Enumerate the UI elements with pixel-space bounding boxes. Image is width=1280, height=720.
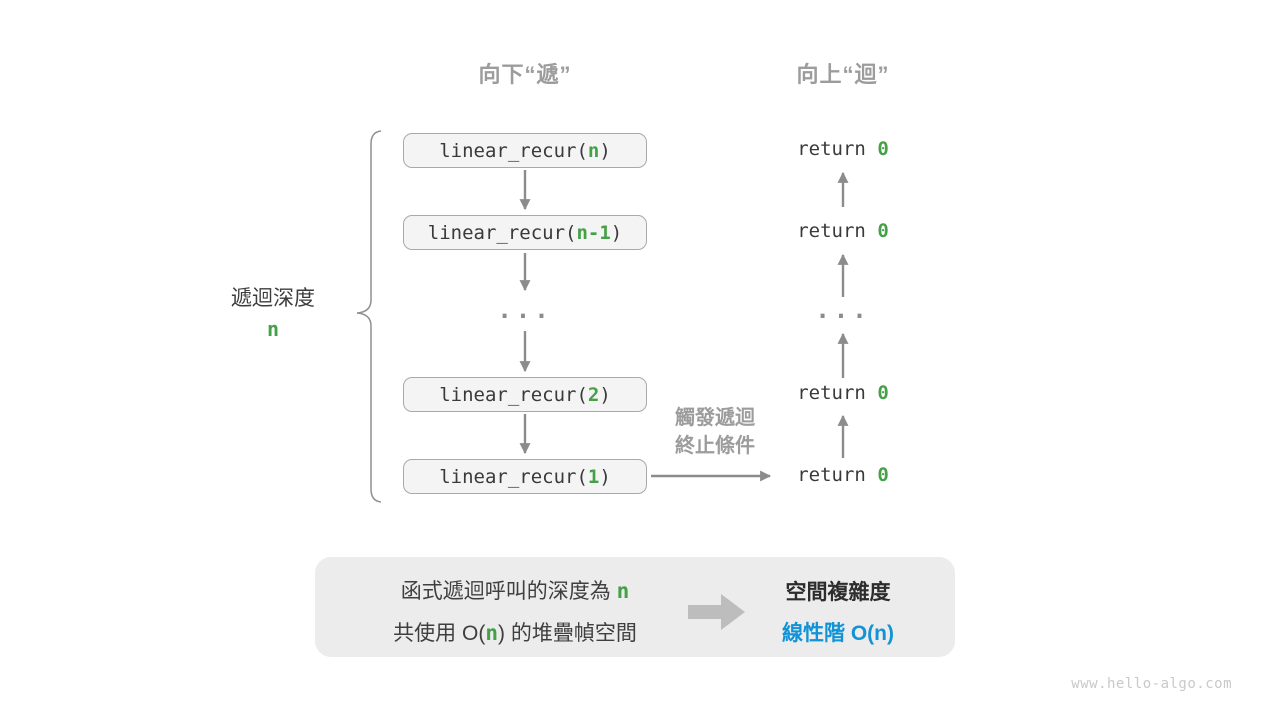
return-row-1: return 0 — [743, 138, 943, 164]
terminate-line1: 觸發遞迴 — [675, 407, 755, 429]
summary-line1: 函式遞迴呼叫的深度為 n — [345, 575, 685, 605]
summary-text: 共使用 O( — [393, 622, 486, 645]
call-box-1: linear_recur(1) — [403, 459, 647, 494]
terminate-label: 觸發遞迴 終止條件 — [640, 404, 790, 460]
call-box-n-1: linear_recur(n-1) — [403, 215, 647, 250]
implies-arrow-icon — [688, 594, 745, 630]
return-text: return — [797, 220, 878, 242]
return-value: 0 — [877, 464, 889, 486]
ellipsis-left: ... — [497, 296, 553, 324]
return-row-2: return 0 — [743, 220, 943, 246]
call-text: linear_recur( — [439, 383, 588, 406]
summary-arg: n — [616, 579, 630, 603]
summary-box: 函式遞迴呼叫的深度為 n 共使用 O(n) 的堆疊幀空間 空間複雜度 線性階 O… — [315, 557, 955, 657]
call-arg: n — [587, 139, 600, 162]
call-text: ) — [599, 383, 611, 406]
call-text: linear_recur( — [427, 221, 577, 244]
return-text: return — [797, 464, 878, 486]
call-arg: n-1 — [576, 221, 611, 244]
return-value: 0 — [877, 220, 889, 242]
depth-value: n — [266, 317, 280, 341]
header-downward-recursion: 向下“遞” — [478, 62, 572, 87]
depth-label: 遞迴深度 — [231, 287, 315, 310]
result-value: 線性階 O(n) — [782, 622, 894, 645]
summary-text: 函式遞迴呼叫的深度為 — [400, 580, 617, 603]
call-arg: 1 — [587, 465, 600, 488]
summary-line2: 共使用 O(n) 的堆疊幀空間 — [345, 617, 685, 647]
call-text: linear_recur( — [439, 139, 588, 162]
return-row-4: return 0 — [743, 464, 943, 490]
summary-arg: n — [485, 621, 498, 645]
call-box-n: linear_recur(n) — [403, 133, 647, 168]
header-upward-return: 向上“迴” — [796, 62, 890, 87]
result-title: 空間複雜度 — [785, 581, 891, 604]
call-text: linear_recur( — [439, 465, 588, 488]
call-text: ) — [599, 139, 611, 162]
call-arg: 2 — [587, 383, 600, 406]
call-text: ) — [599, 465, 611, 488]
return-row-3: return 0 — [743, 382, 943, 408]
terminate-line2: 終止條件 — [675, 435, 755, 457]
watermark: www.hello-algo.com — [1071, 676, 1232, 692]
summary-text: ) 的堆疊幀空間 — [498, 622, 637, 645]
return-text: return — [797, 382, 878, 404]
ellipsis-right: ... — [815, 296, 871, 324]
call-text: ) — [610, 221, 623, 244]
return-text: return — [797, 138, 878, 160]
call-box-2: linear_recur(2) — [403, 377, 647, 412]
return-value: 0 — [877, 382, 889, 404]
depth-brace — [356, 130, 382, 503]
return-value: 0 — [877, 138, 889, 160]
